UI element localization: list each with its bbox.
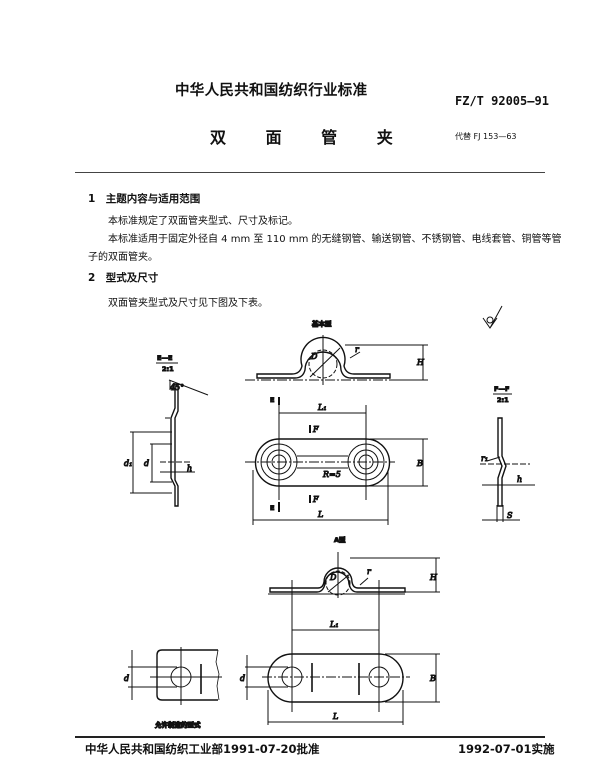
roughness-symbol — [482, 305, 503, 329]
section-ee-label: E—E — [157, 354, 172, 362]
label-F-bottom: F — [312, 495, 319, 504]
section-ff-label: F—F — [494, 385, 509, 393]
label-H: H — [416, 358, 425, 367]
label-h-ee: h — [187, 464, 192, 473]
section-2-heading: 2 型式及尺寸 — [88, 272, 159, 284]
approval-date: 中华人民共和国纺织工业部1991-07-20批准 — [85, 742, 320, 756]
document-title: 双 面 管 夹 — [210, 128, 410, 147]
section-2-paragraph: 双面管夹型式及尺寸见下图及下表。 — [108, 298, 268, 309]
a-type-plan-view — [245, 640, 440, 725]
label-r1: r₁ — [481, 454, 488, 463]
allowed-variant-view — [128, 647, 222, 705]
label-S: S — [507, 511, 513, 520]
label-E-bottom: E — [270, 504, 274, 512]
basic-type-side-view — [245, 335, 428, 385]
label-d-a: d — [240, 674, 245, 683]
section-ee-scale: 2:1 — [162, 365, 174, 373]
header-divider — [75, 172, 545, 173]
section-1-heading: 1 主题内容与适用范围 — [88, 193, 201, 205]
effective-date: 1992-07-01实施 — [458, 742, 555, 756]
label-H-a: H — [429, 573, 438, 582]
section-ff-view — [480, 417, 535, 522]
footer-divider — [75, 736, 545, 738]
label-L-a: L — [332, 712, 338, 721]
label-E-top: E — [270, 396, 274, 404]
standard-code: FZ/T 92005—91 — [455, 94, 549, 108]
a-type-side-view — [268, 552, 440, 640]
org-standard-heading: 中华人民共和国纺织行业标准 — [175, 83, 368, 99]
section-1-paragraph: 本标准适用于固定外径自 4 mm 至 110 mm 的无缝钢管、输送钢管、不锈钢… — [108, 234, 562, 245]
basic-type-plan-view — [245, 397, 428, 525]
section-1-paragraph: 本标准规定了双面管夹型式、尺寸及标记。 — [108, 216, 298, 227]
label-L1: L₁ — [317, 403, 327, 412]
label-angle: 45° — [169, 383, 184, 392]
label-R5: R=5 — [322, 470, 341, 479]
basic-type-caption: 基本型 — [311, 319, 332, 328]
label-r-a: r — [367, 567, 372, 576]
roughness-circle — [486, 316, 494, 324]
section-ee-view — [130, 379, 209, 507]
allowed-variant-caption: 允许制造的型式 — [154, 720, 201, 729]
replaces-note: 代替 FJ 153—63 — [455, 132, 517, 141]
label-d-ee: d — [144, 459, 149, 468]
label-B-a: B — [429, 674, 436, 683]
section-1-paragraph: 子的双面管夹。 — [88, 252, 158, 263]
a-type-caption: A型 — [334, 535, 346, 544]
label-h-ff: h — [517, 475, 522, 484]
label-D-a: D — [329, 573, 337, 582]
label-B: B — [416, 459, 423, 468]
label-L: L — [317, 510, 323, 519]
label-d-allowed: d — [124, 674, 129, 683]
label-L1-a: L₁ — [329, 620, 339, 629]
label-F-top: F — [312, 425, 319, 434]
label-r: r — [355, 345, 360, 354]
label-d1: d₁ — [124, 459, 132, 468]
label-D: D — [310, 352, 318, 361]
section-ff-scale: 2:1 — [497, 396, 509, 404]
